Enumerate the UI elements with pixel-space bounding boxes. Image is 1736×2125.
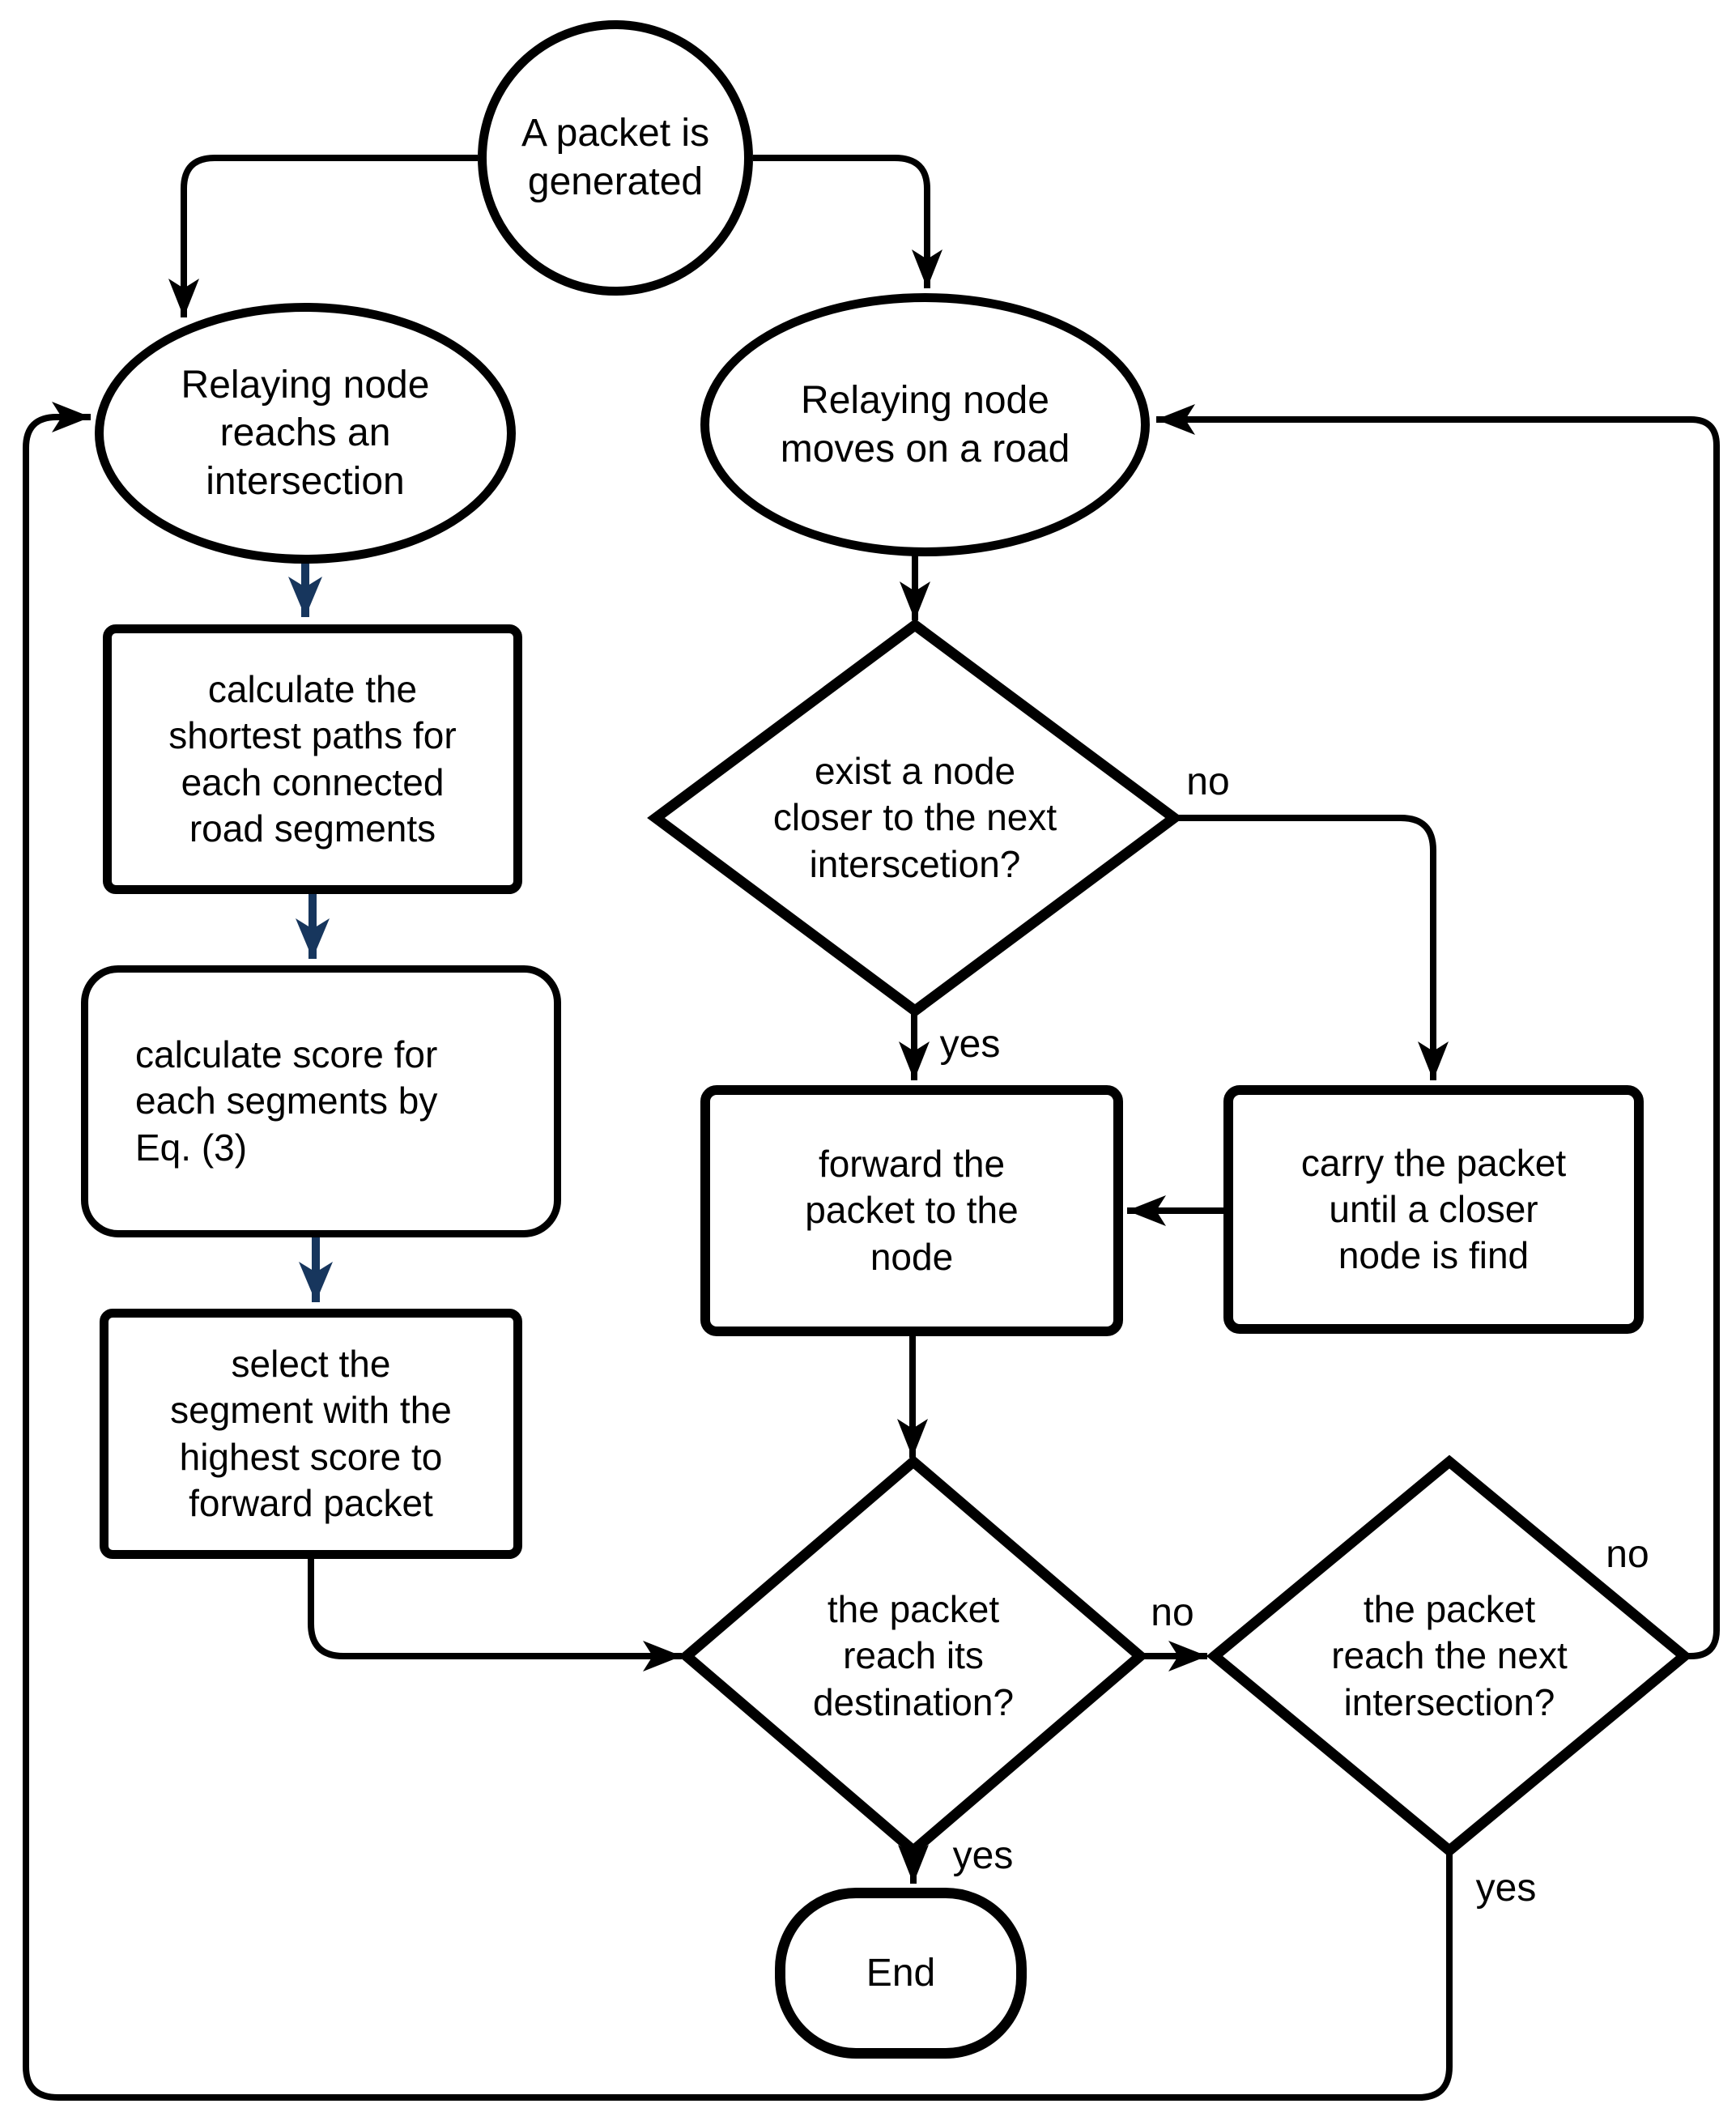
decision-exist-closer-node-shape	[647, 618, 1183, 1018]
node-start: A packet is generated	[478, 20, 753, 296]
edge-label-exist-closer-node-no: no	[1186, 760, 1230, 803]
edge-label-next-intersection-yes: yes	[1475, 1867, 1537, 1910]
node-relay-road: Relaying node moves on a road	[700, 293, 1150, 556]
node-start-label: A packet is generated	[521, 112, 710, 203]
edge-start-to-relay-intersection	[168, 155, 478, 317]
node-forward-packet-label: forward the packet to the node	[805, 1143, 1019, 1278]
node-select-segment: select the segment with the highest scor…	[100, 1309, 522, 1559]
node-forward-packet: forward the packet to the node	[700, 1085, 1123, 1336]
edge-label-exist-closer-node-yes: yes	[939, 1023, 1001, 1066]
edge-label-reach-destination-no: no	[1151, 1591, 1194, 1634]
node-carry-packet: carry the packet until a closer node is …	[1223, 1085, 1644, 1334]
decision-reach-destination-shape	[679, 1454, 1148, 1858]
node-calc-score: calculate score for each segments by Eq.…	[81, 965, 561, 1237]
decision-reach-next-intersection-shape	[1206, 1454, 1693, 1858]
node-calc-shortest-paths: calculate the shortest paths for each co…	[103, 624, 522, 894]
edge-start-to-relay-road	[753, 155, 942, 288]
edge-next-intersection-no-loop-to-relay-road	[1156, 404, 1720, 1659]
edge-label-next-intersection-no: no	[1606, 1533, 1649, 1576]
edge-next-intersection-yes-loop-to-relay-intersection	[23, 402, 1453, 2101]
edge-exist-closer-node-no-to-carry-packet	[1174, 815, 1449, 1080]
edge-select-segment-to-reach-destination	[308, 1557, 682, 1671]
node-select-segment-label: select the segment with the highest scor…	[170, 1343, 452, 1524]
node-carry-packet-label: carry the packet until a closer node is …	[1300, 1141, 1567, 1277]
node-calc-shortest-paths-label: calculate the shortest paths for each co…	[168, 668, 457, 850]
node-calc-score-label: calculate score for each segments by Eq.…	[135, 1033, 438, 1169]
node-relay-road-label: Relaying node moves on a road	[780, 378, 1070, 471]
node-end-label: End	[866, 1951, 936, 1995]
node-relay-intersection-label: Relaying node reachs an intersection	[181, 363, 430, 503]
node-relay-intersection: Relaying node reachs an intersection	[95, 303, 516, 564]
edge-label-reach-destination-yes: yes	[952, 1834, 1014, 1877]
node-end: End	[775, 1888, 1027, 2059]
